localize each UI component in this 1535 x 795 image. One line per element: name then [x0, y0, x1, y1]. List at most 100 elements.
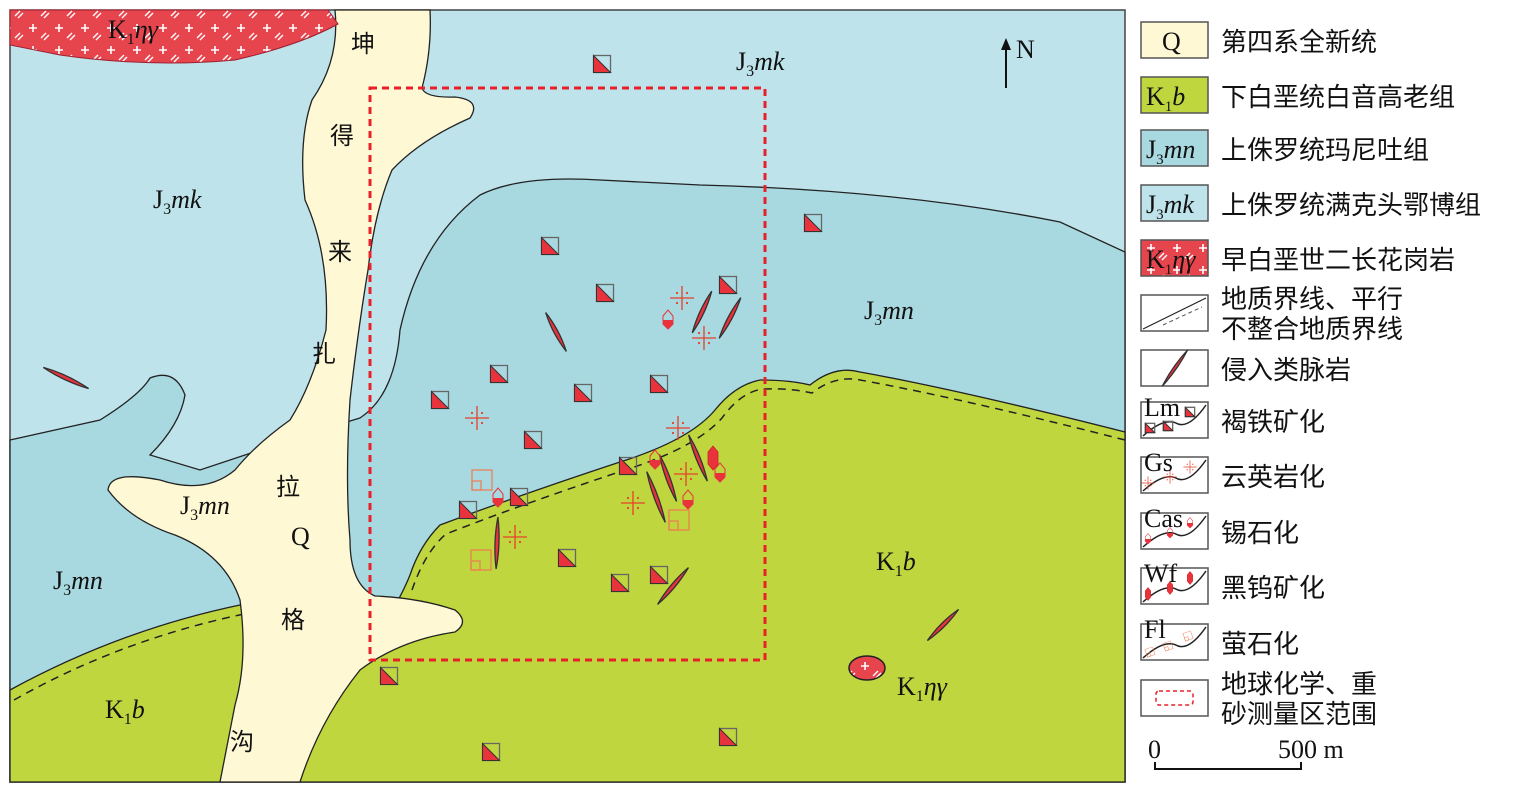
survey-area-boundary [368, 86, 767, 662]
greisen-symbol [666, 416, 690, 440]
cassiterite-symbol [1144, 533, 1152, 545]
north-arrow: N [1001, 35, 1035, 88]
legend-swatch [1140, 512, 1209, 550]
legend-label: 不整合地质界线 [1221, 315, 1403, 345]
unit-granite-top [9, 9, 339, 64]
place-char-3: 来 [328, 238, 352, 266]
legend-symbol [1144, 533, 1152, 545]
place-char-2: 得 [330, 122, 354, 150]
dike-symbol [657, 567, 689, 605]
scale-end: 500 m [1278, 735, 1344, 764]
limonite-symbol [610, 573, 630, 593]
limonite-symbol [489, 364, 509, 384]
unit-label-j3mk-top: J3mk [736, 47, 785, 80]
unit-granite-small [848, 655, 886, 681]
dike-symbol [926, 608, 960, 642]
legend-label: 地球化学、重 [1221, 670, 1377, 700]
legend-swatch [1140, 21, 1209, 59]
map-frame [9, 9, 1126, 783]
dike-symbol [494, 516, 500, 570]
dike-symbol [42, 366, 90, 390]
fluorite-symbol [470, 549, 492, 571]
legend-item: K1b 下白垩统白音高老组 [1140, 76, 1455, 115]
legend-swatch [1140, 567, 1209, 605]
legend-item: Q 第四系全新统 [1140, 21, 1377, 59]
greisen-symbol [1163, 470, 1177, 484]
fluorite-symbol [1144, 646, 1156, 658]
unit-label-j3mk-left: J3mk [153, 185, 202, 218]
map-labels: 坤 得 来 扎 拉 Q 格 沟 K1ηγ K1ηγ J3mk J3mk J3mn… [53, 15, 1035, 756]
fluorite-symbol [1162, 640, 1174, 652]
legend-swatch [1140, 679, 1209, 717]
limonite-symbol [379, 666, 399, 686]
scale-bar: 0 500 m [1148, 735, 1344, 770]
legend-symbol [1183, 460, 1197, 474]
place-char-4: 扎 [312, 340, 336, 368]
greisen-symbol [674, 462, 698, 486]
legend-label: 上侏罗统满克头鄂博组 [1221, 191, 1481, 221]
unit-label-granite-top: K1ηγ [108, 15, 159, 48]
fluorite-symbol [471, 469, 493, 491]
legend-code: Q [1162, 27, 1181, 56]
greisen-symbol [465, 406, 489, 430]
greisen-symbol [692, 326, 716, 350]
legend-label: 第四系全新统 [1221, 28, 1377, 58]
limonite-symbol [618, 456, 638, 476]
legend-code: K1b [1146, 82, 1185, 115]
dike-symbol [646, 471, 666, 523]
legend-swatch [1140, 401, 1209, 439]
limonite-symbol [523, 430, 543, 450]
legend-code: Fl [1144, 615, 1166, 644]
limonite-symbol [718, 275, 738, 295]
fluorite-symbol [668, 509, 690, 531]
legend-symbol [1167, 581, 1173, 595]
greisen-symbol [670, 286, 694, 310]
legend-item: 侵入类脉岩 [1140, 349, 1351, 387]
legend-swatch [1140, 239, 1209, 277]
legend-symbol [1186, 517, 1194, 529]
legend-label: 地质界线、平行 [1221, 285, 1403, 315]
cassiterite-symbol [649, 449, 661, 470]
place-char-7: 沟 [230, 728, 254, 756]
legend-label: 下白垩统白音高老组 [1221, 83, 1455, 113]
place-char-6: 格 [281, 606, 305, 634]
wolframite-symbol [1167, 581, 1173, 595]
legend-code: Lm [1144, 393, 1180, 422]
unit-label-granite-small: K1ηγ [897, 672, 948, 705]
scale-start: 0 [1148, 735, 1161, 764]
legend-label: 上侏罗统玛尼吐组 [1221, 136, 1429, 166]
legend-swatch [1140, 76, 1209, 114]
north-label: N [1016, 35, 1035, 64]
limonite-symbol [718, 727, 738, 747]
legend-symbol [1166, 527, 1174, 539]
legend-item: Lm 褐铁矿化 [1140, 393, 1325, 439]
legend-label: 黑钨矿化 [1221, 574, 1325, 604]
limonite-symbol [1144, 422, 1156, 434]
fluorite-symbol [1144, 646, 1156, 658]
place-char-5: 拉 [276, 473, 300, 501]
legend-label: 早白垩世二长花岗岩 [1221, 246, 1455, 276]
wolframite-symbol [1145, 587, 1151, 601]
legend-symbol [1145, 587, 1151, 601]
cassiterite-symbol [662, 309, 674, 330]
legend-symbol [1187, 571, 1193, 585]
dike-symbol [1161, 349, 1189, 387]
greisen-symbol [1141, 476, 1155, 490]
limonite-symbol [509, 487, 529, 507]
legend-label: 侵入类脉岩 [1221, 356, 1351, 386]
limonite-symbol [573, 383, 593, 403]
unit-label-j3mn-mid: J3mn [180, 491, 230, 524]
dike-symbol [545, 312, 567, 352]
legend-label: 褐铁矿化 [1221, 408, 1325, 438]
dike-symbol [691, 290, 713, 334]
limonite-symbol [595, 283, 615, 303]
